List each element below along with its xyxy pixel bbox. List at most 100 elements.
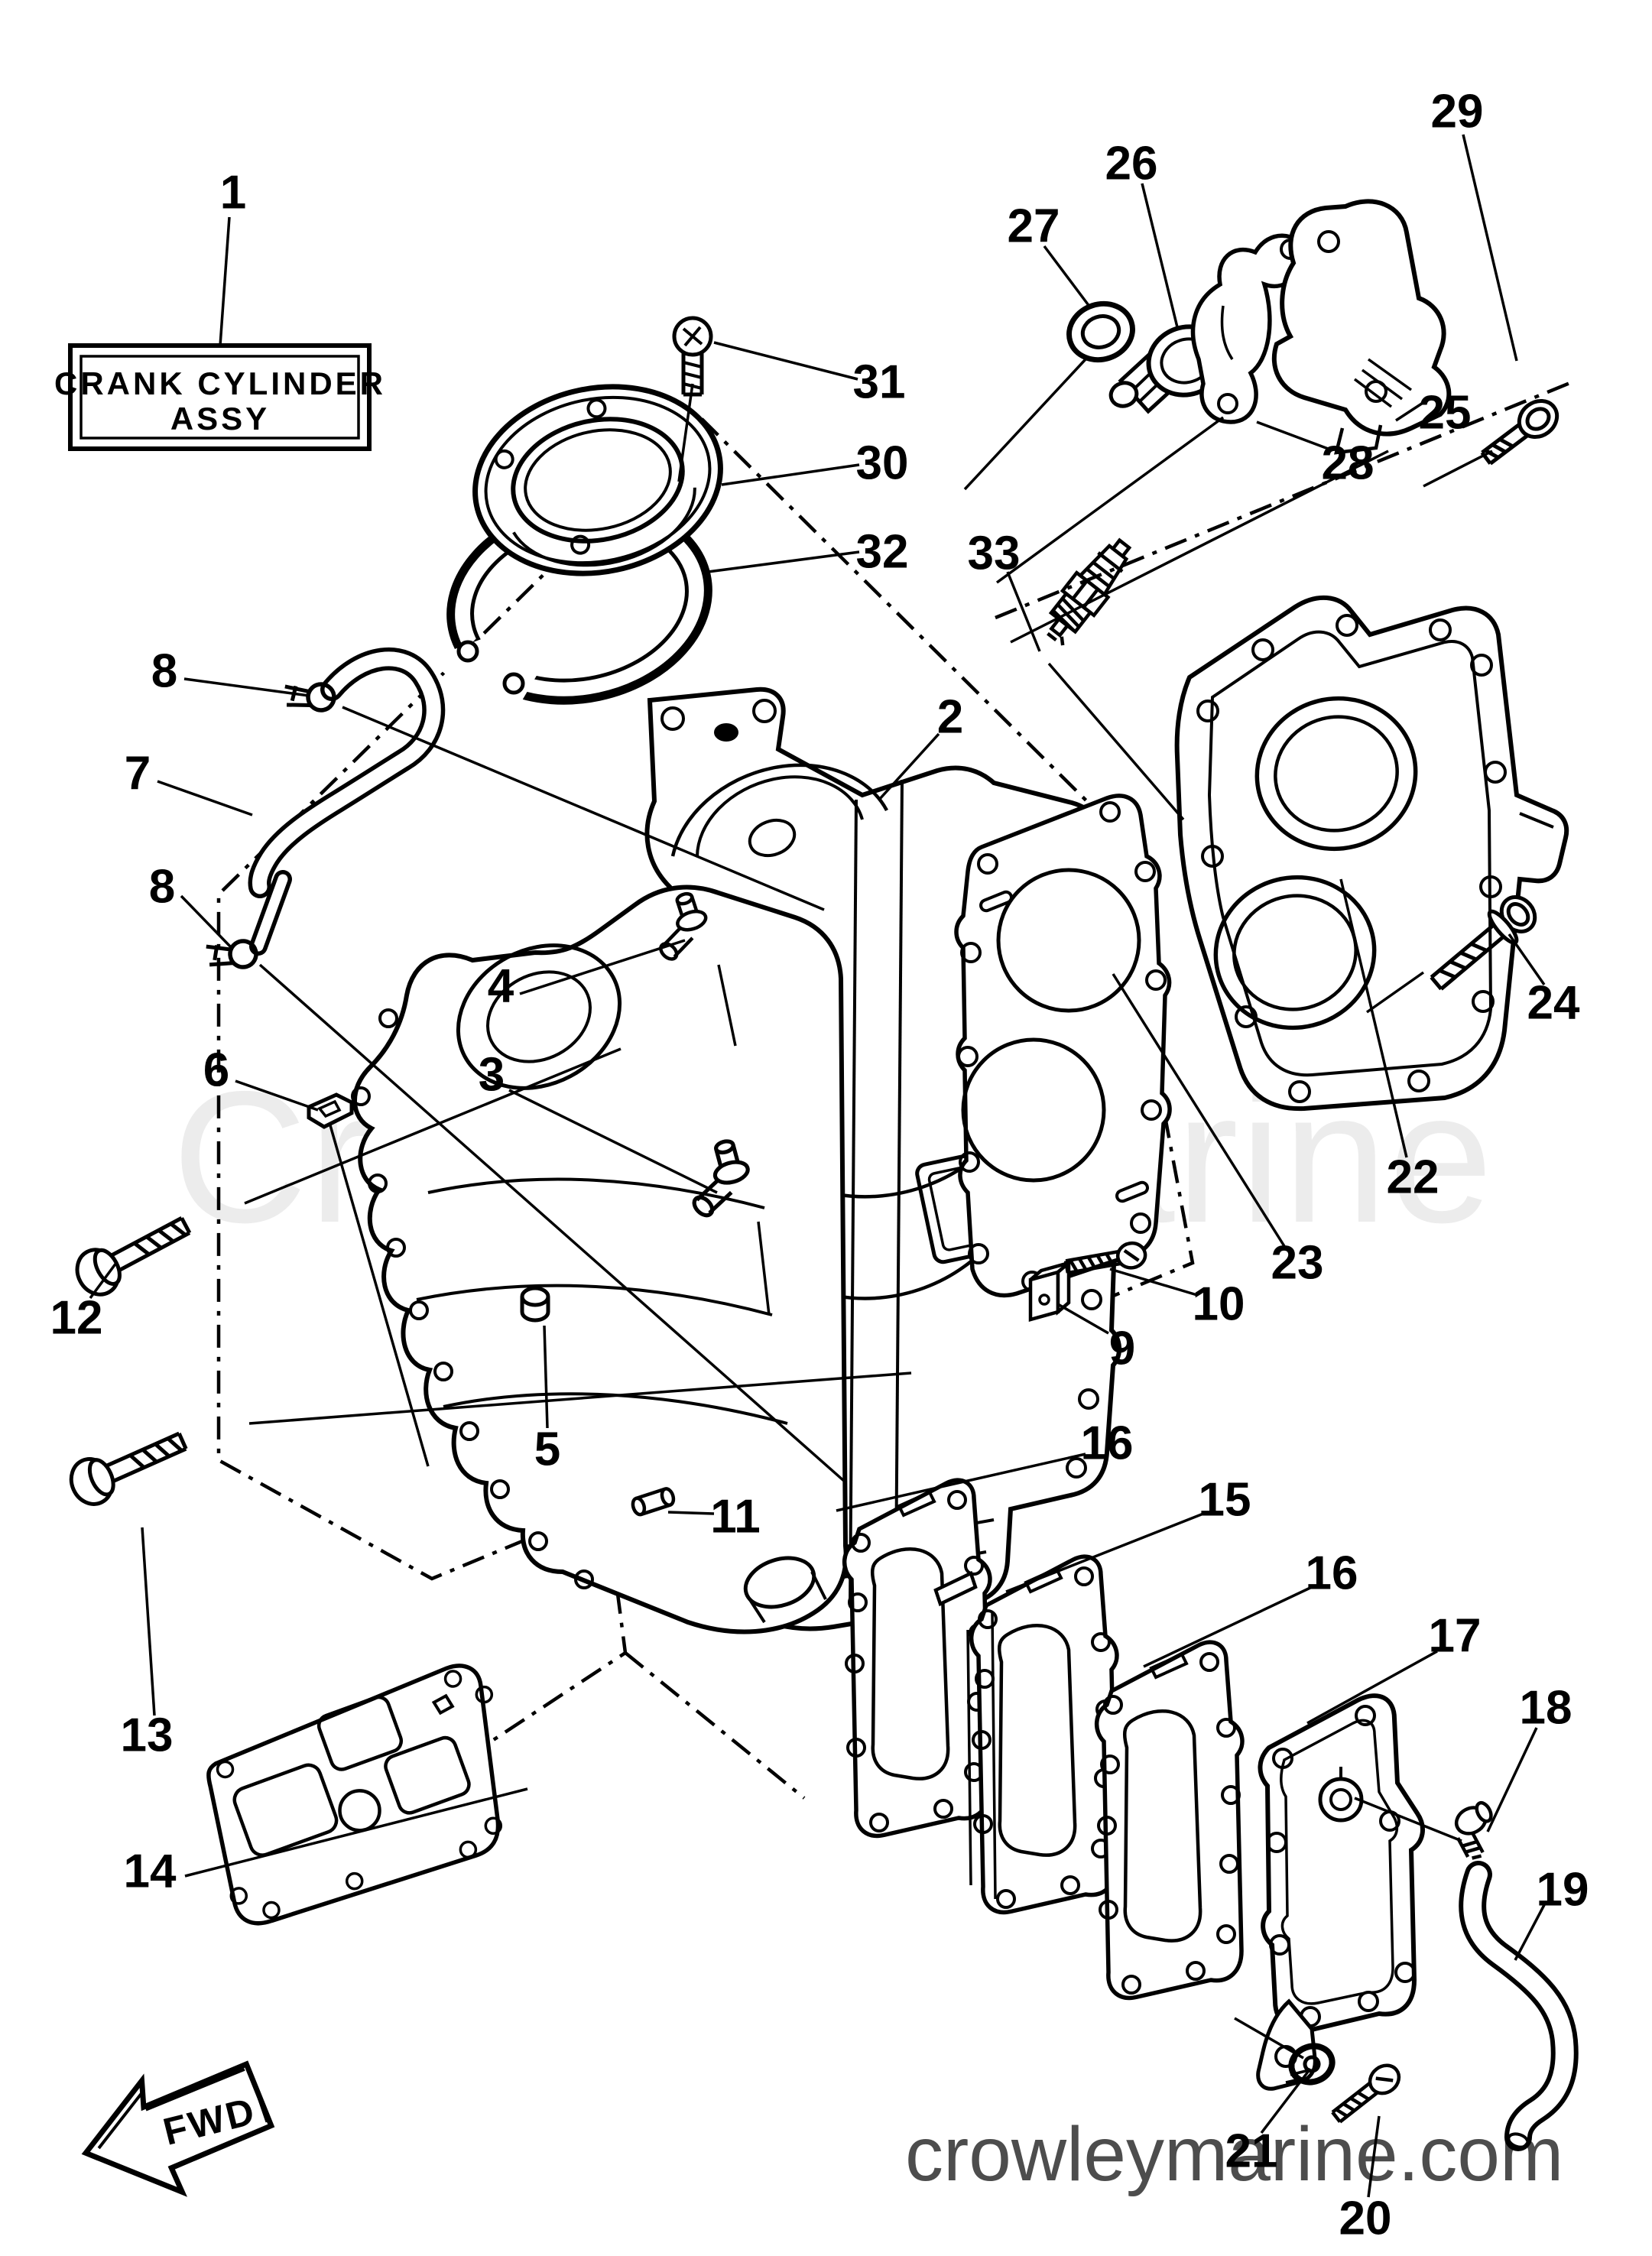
callout-27: 27 [1008, 200, 1092, 309]
part-number-11[interactable]: 11 [710, 1491, 761, 1543]
alignment-line [1354, 1797, 1462, 1842]
part-number-2[interactable]: 2 [937, 691, 963, 744]
callout-6: 6 [203, 1044, 319, 1112]
callout-12: 12 [50, 1261, 118, 1345]
part-number-33[interactable]: 33 [968, 527, 1021, 580]
part-number-20[interactable]: 20 [1339, 2193, 1392, 2245]
part-number-5[interactable]: 5 [534, 1423, 560, 1476]
callout-20: 20 [1339, 2115, 1392, 2245]
leader-line-29 [1462, 134, 1518, 362]
alignment-line [1010, 450, 1389, 644]
callout-30: 30 [721, 437, 909, 490]
part-number-3[interactable]: 3 [479, 1049, 505, 1102]
alignment-line [1365, 971, 1425, 1014]
part-number-19[interactable]: 19 [1537, 1864, 1589, 1917]
breather-hose [248, 647, 446, 956]
leader-line-7 [157, 780, 253, 816]
leader-line-4 [519, 939, 686, 995]
part-number-8[interactable]: 8 [149, 861, 175, 914]
drain-fitting [1454, 1800, 1493, 1860]
part-number-30[interactable]: 30 [856, 437, 909, 490]
part-number-17[interactable]: 17 [1429, 1610, 1482, 1663]
part-number-18[interactable]: 18 [1520, 1682, 1572, 1735]
crankcase-half [351, 885, 849, 1634]
callout-14: 14 [124, 1787, 528, 1898]
alignment-line [995, 416, 1225, 584]
alignment-line [248, 1371, 912, 1425]
part-number-8[interactable]: 8 [151, 645, 177, 698]
leader-line-15 [1005, 1512, 1204, 1593]
callout-9: 9 [1057, 1303, 1135, 1375]
callout-16: 16 [836, 1417, 1134, 1512]
leader-line-32 [707, 550, 860, 573]
leader-line-20 [1367, 2115, 1381, 2198]
leader-line-19 [1514, 1901, 1547, 1961]
callout-3: 3 [479, 1049, 718, 1194]
anode [1028, 1259, 1071, 1322]
elbow-fitting-upper [659, 891, 708, 961]
callout-10: 10 [1109, 1268, 1245, 1331]
alignment-line [677, 383, 694, 482]
leader-line-31 [713, 341, 858, 381]
blind-plug [520, 1286, 550, 1323]
part-number-28[interactable]: 28 [1322, 437, 1375, 490]
leader-line-16 [1143, 1586, 1313, 1668]
part-number-10[interactable]: 10 [1193, 1278, 1245, 1331]
part-number-26[interactable]: 26 [1105, 138, 1158, 190]
assembly-boundary-segment [624, 1651, 806, 1800]
leader-line-26 [1141, 183, 1179, 328]
head-gasket [954, 794, 1172, 1298]
callout-7: 7 [125, 748, 253, 816]
callout-15: 15 [1005, 1474, 1251, 1593]
alignment-line [717, 964, 737, 1047]
part-number-12[interactable]: 12 [50, 1292, 103, 1345]
hose-clamp [206, 939, 258, 969]
anode-screw [1063, 1241, 1147, 1275]
cover-screw [1331, 2063, 1401, 2124]
callout-4: 4 [488, 939, 686, 1013]
part-number-27[interactable]: 27 [1008, 200, 1060, 253]
callout-18: 18 [1486, 1682, 1572, 1832]
alignment-line [1423, 450, 1493, 488]
part-number-7[interactable]: 7 [125, 748, 151, 800]
callout-17: 17 [1306, 1610, 1482, 1725]
leader-line-9 [1057, 1303, 1109, 1335]
leader-line-2 [878, 732, 940, 801]
callout-2: 2 [878, 691, 963, 801]
leader-line-8 [183, 677, 310, 697]
callout-26: 26 [1105, 138, 1179, 328]
part-number-24[interactable]: 24 [1527, 977, 1580, 1030]
part-number-15[interactable]: 15 [1199, 1474, 1251, 1527]
leader-line-21 [1260, 2067, 1312, 2134]
part-number-25[interactable]: 25 [1419, 387, 1472, 440]
part-number-32[interactable]: 32 [856, 526, 909, 579]
exhaust-outer-cover [1256, 1693, 1425, 2091]
thermostat-cover [1271, 199, 1452, 455]
part-number-1[interactable]: 1 [220, 167, 246, 219]
part-number-16[interactable]: 16 [1081, 1417, 1134, 1470]
fwd-arrow: FWD [81, 2060, 275, 2197]
part-number-22[interactable]: 22 [1387, 1151, 1439, 1204]
assembly-label-line2: ASSY [170, 401, 270, 437]
leader-line-8 [180, 894, 233, 949]
part-number-14[interactable]: 14 [124, 1845, 177, 1898]
callout-24: 24 [1508, 933, 1580, 1030]
part-number-29[interactable]: 29 [1431, 86, 1484, 138]
part-number-21[interactable]: 21 [1225, 2125, 1278, 2178]
part-number-13[interactable]: 13 [121, 1709, 174, 1762]
callout-11: 11 [667, 1491, 761, 1543]
alignment-line [757, 1221, 771, 1316]
leader-line-27 [1043, 245, 1092, 309]
lower-gasket [206, 1664, 503, 1926]
part-number-4[interactable]: 4 [488, 960, 514, 1013]
drain-hose [1459, 1861, 1579, 2151]
part-number-16[interactable]: 16 [1306, 1547, 1358, 1600]
part-number-6[interactable]: 6 [203, 1044, 229, 1097]
part-number-31[interactable]: 31 [853, 356, 906, 409]
part-number-9[interactable]: 9 [1109, 1323, 1135, 1375]
leader-line-25 [1395, 396, 1432, 422]
part-number-23[interactable]: 23 [1271, 1237, 1324, 1290]
callout-28: 28 [1256, 420, 1375, 490]
callout-8: 8 [149, 861, 233, 949]
